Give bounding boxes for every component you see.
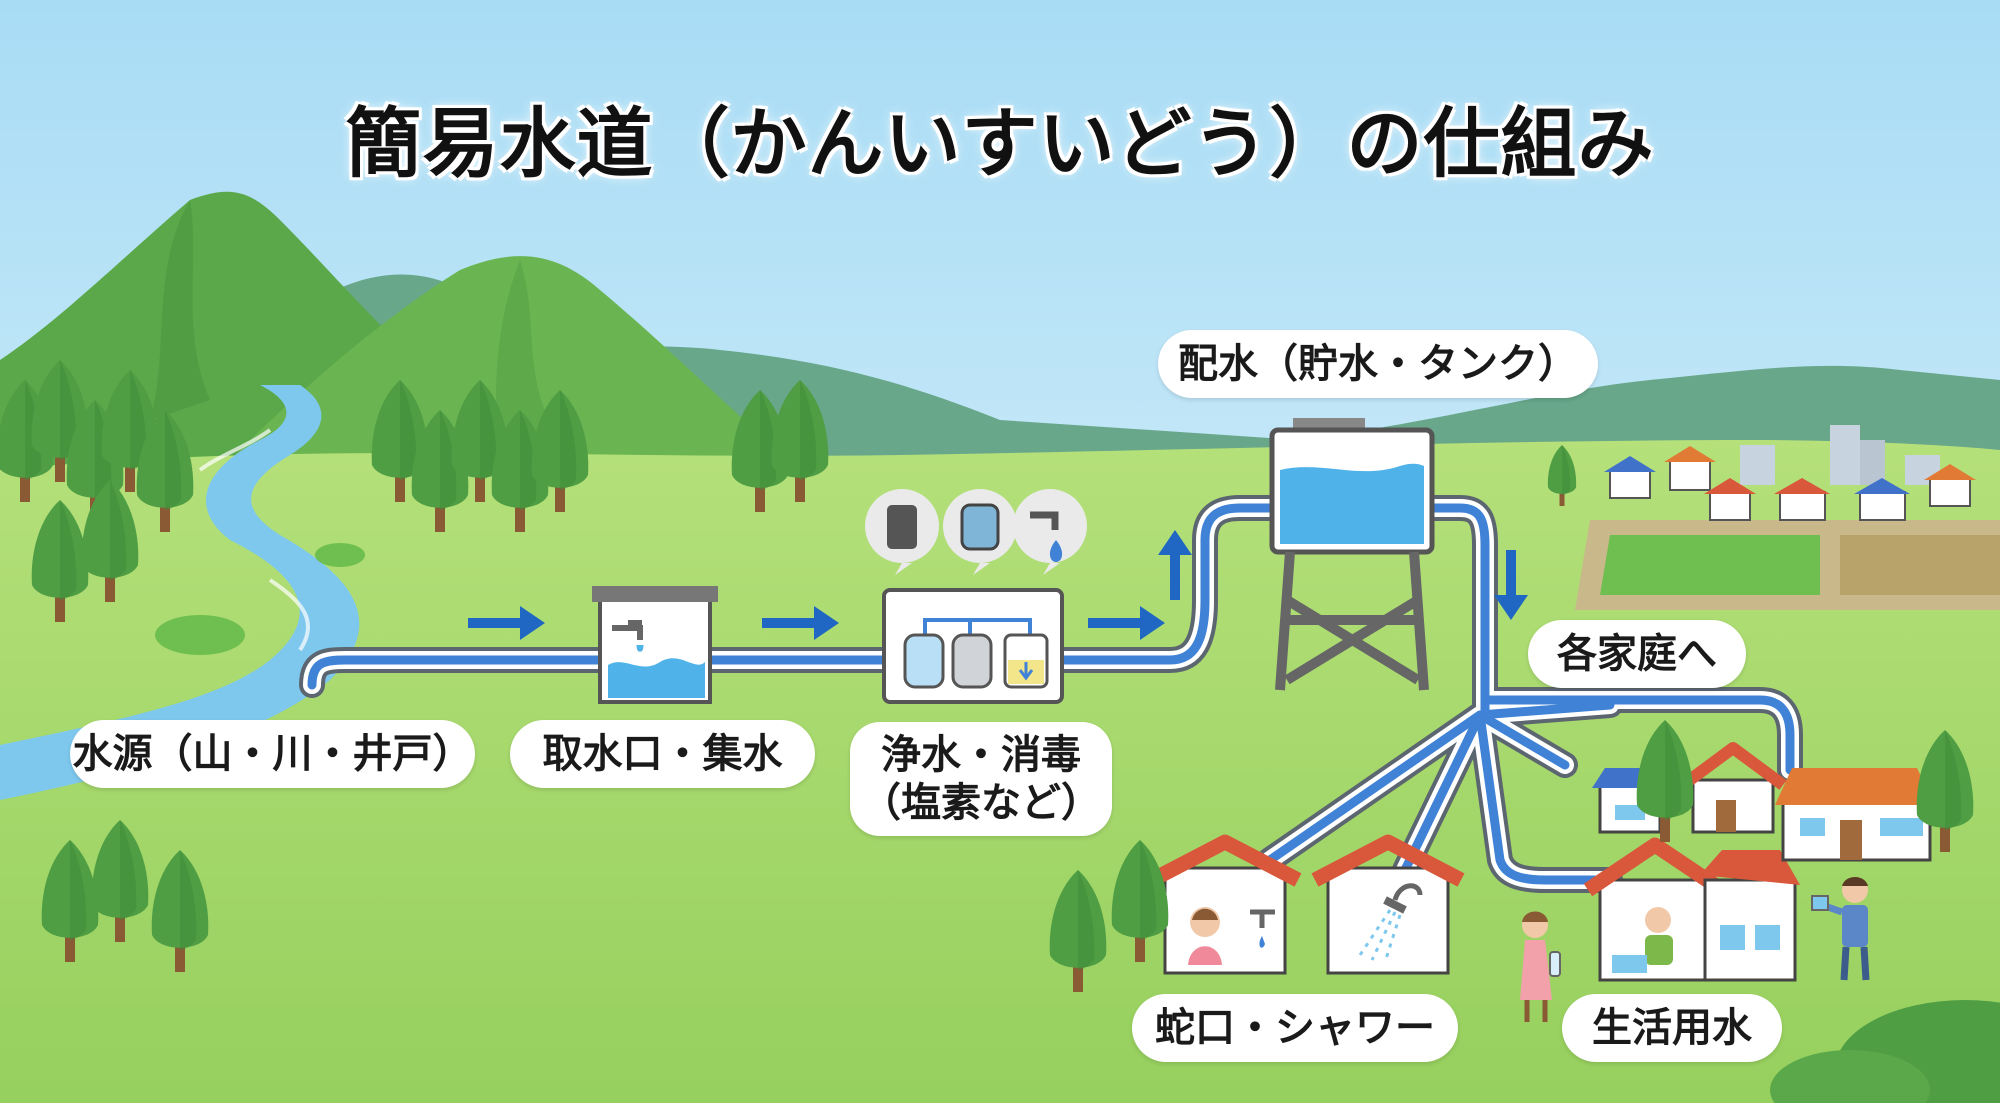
distribution-pipes xyxy=(1257,495,1803,893)
flow-arrows xyxy=(468,530,1528,640)
house-faucet xyxy=(1148,834,1302,975)
label-distribution: 配水（貯水・タンク） xyxy=(1158,330,1598,398)
label-daily-water: 生活用水 xyxy=(1562,994,1782,1062)
arrow-right-3 xyxy=(1088,606,1165,640)
house-shower xyxy=(1311,834,1465,975)
main-pipe xyxy=(299,495,1313,698)
label-to-homes: 各家庭へ xyxy=(1528,620,1746,688)
process-icons xyxy=(865,489,1087,575)
arrow-down xyxy=(1494,550,1528,620)
houses-right xyxy=(1592,742,1935,862)
purification-plant xyxy=(882,588,1064,704)
distant-town xyxy=(1604,425,1976,521)
page-title: 簡易水道（かんいすいどう）の仕組み xyxy=(345,99,1655,188)
label-purification-line1: 浄水・消毒 xyxy=(881,732,1081,778)
label-purification: 浄水・消毒 （塩素など） xyxy=(850,722,1112,836)
water-tower xyxy=(1269,418,1435,691)
intake-tank xyxy=(592,586,718,704)
label-intake: 取水口・集水 xyxy=(510,720,815,788)
label-purification-line2: （塩素など） xyxy=(861,780,1101,826)
arrow-right-1 xyxy=(468,606,545,640)
label-faucet-shower: 蛇口・シャワー xyxy=(1132,994,1458,1062)
river xyxy=(0,385,360,800)
house-daily xyxy=(1583,837,1800,982)
arrow-right-2 xyxy=(762,606,839,640)
person-right xyxy=(1811,877,1870,981)
person-bottle xyxy=(1520,911,1561,1022)
label-source: 水源（山・川・井戸） xyxy=(70,720,475,788)
arrow-up xyxy=(1158,530,1192,600)
